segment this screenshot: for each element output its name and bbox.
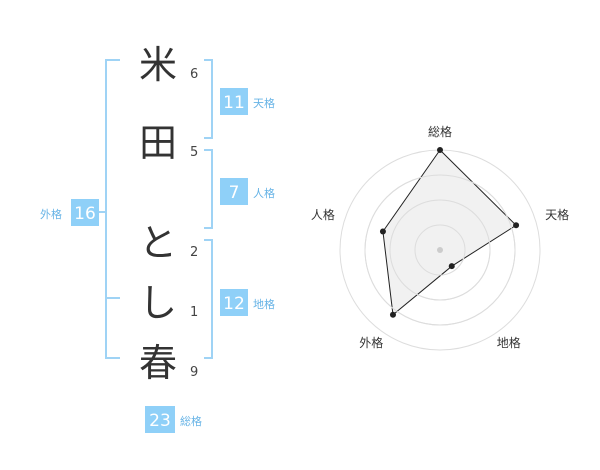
- jinkaku-bracket: [204, 149, 213, 229]
- brackets: [92, 59, 213, 359]
- radar-axis-label-2: 天格: [545, 207, 569, 222]
- name-char-1: 米: [139, 43, 177, 87]
- tenkaku-bracket: [204, 59, 213, 139]
- name-char-2: 田: [139, 121, 177, 165]
- name-char-5: 春: [139, 341, 177, 385]
- radar-axis-label-5: 人格: [311, 207, 335, 222]
- radar-ring-overlay-1: [414, 224, 466, 276]
- stroke-count-3: 2: [190, 245, 198, 260]
- name-char-4: し: [139, 281, 177, 325]
- jinkaku-value: 7: [229, 183, 240, 203]
- chikaku-box: [220, 289, 248, 316]
- gaikaku-bracket: [105, 59, 120, 359]
- soukaku-box: [145, 406, 175, 433]
- radar-point-2: [513, 222, 520, 229]
- jinkaku-label: 人格: [253, 186, 275, 200]
- radar-point-3: [448, 263, 455, 270]
- name-char-3: と: [139, 221, 177, 265]
- tenkaku-label: 天格: [253, 96, 275, 110]
- radar-axis-label-4: 外格: [359, 335, 383, 350]
- radar-point-1: [437, 147, 443, 153]
- gaikaku-box: [71, 199, 99, 226]
- gaikaku-label: 外格: [40, 207, 62, 221]
- chikaku-group: 12 地格: [220, 289, 275, 316]
- radar-axis-label-1: 総格: [428, 124, 452, 139]
- chikaku-label: 地格: [253, 297, 275, 311]
- radar-center-dot: [437, 247, 443, 253]
- soukaku-label: 総格: [180, 414, 202, 428]
- chikaku-value: 12: [223, 294, 245, 314]
- soukaku-group: 23 総格: [145, 406, 202, 433]
- name-column: 米 6 田 5 と 2 し 1 春 9: [139, 43, 198, 385]
- radar-ring-overlay-3: [364, 174, 516, 326]
- chikaku-bracket: [204, 239, 213, 359]
- tenkaku-box: [220, 88, 248, 115]
- jinkaku-box: [220, 178, 248, 205]
- tenkaku-group: 11 天格: [220, 88, 275, 115]
- jinkaku-group: 7 人格: [220, 178, 275, 205]
- soukaku-value: 23: [149, 411, 171, 431]
- radar-point-5: [379, 228, 386, 235]
- gaikaku-value: 16: [74, 204, 96, 224]
- tenkaku-value: 11: [223, 93, 245, 113]
- radar-point-4: [389, 311, 396, 318]
- radar-ring-overlay-2: [389, 199, 491, 301]
- stroke-count-4: 1: [190, 305, 198, 320]
- stroke-count-2: 5: [190, 145, 198, 160]
- radar-axis-label-3: 地格: [497, 335, 521, 350]
- gaikaku-group: 外格 16: [40, 199, 99, 226]
- stroke-count-1: 6: [190, 67, 198, 82]
- stroke-count-5: 9: [190, 365, 198, 380]
- radar-series-polygon: [382, 149, 517, 316]
